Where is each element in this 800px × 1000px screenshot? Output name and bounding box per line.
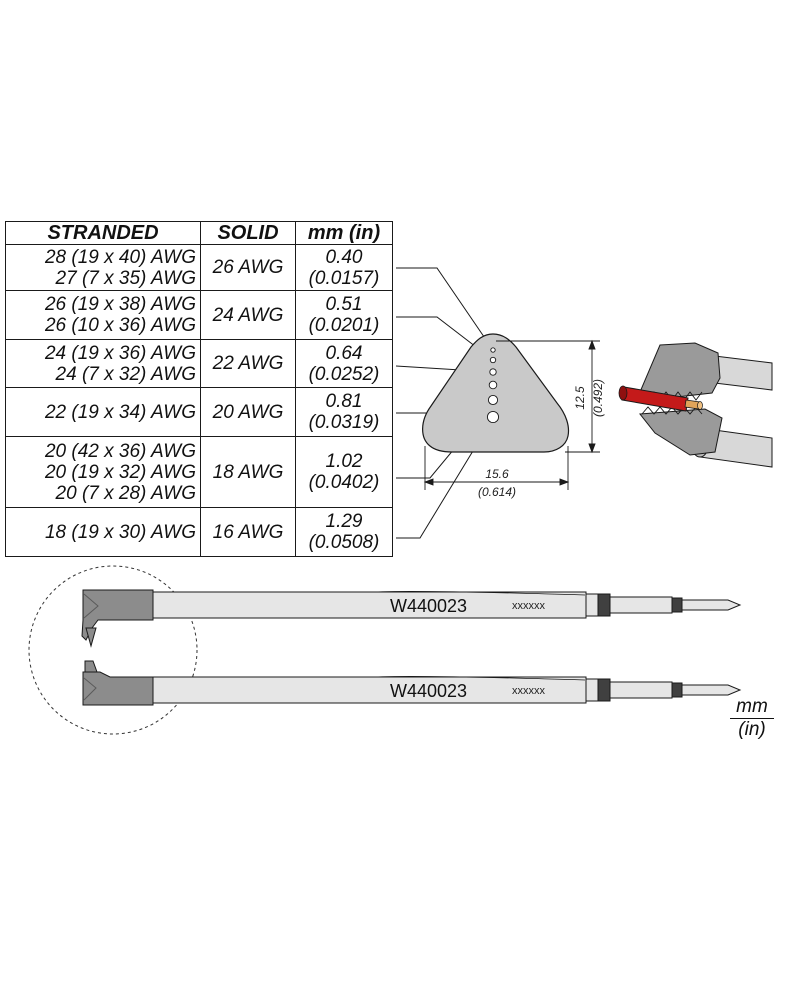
stranded-cell: 22 (19 x 34) AWG (5, 387, 201, 437)
stranded-value: 27 (7 x 35) AWG (55, 267, 196, 289)
shaft-band (597, 593, 611, 617)
size-mm: 0.40 (325, 246, 363, 268)
cartridge-upper: W440023 xxxxxx (81, 589, 742, 648)
shaft (152, 676, 587, 704)
hole-marker (487, 394, 499, 406)
stranded-value: 20 (19 x 32) AWG (44, 461, 196, 483)
shaft-collar (585, 593, 599, 617)
size-in: (0.0508) (308, 532, 380, 553)
hole-marker (489, 356, 497, 364)
table-header-row: STRANDED SOLID mm (in) (5, 221, 393, 245)
size-cell: 0.40 (0.0157) (295, 244, 393, 291)
shaft-collar (585, 678, 599, 702)
hole-marker (486, 410, 500, 424)
stranded-value: 28 (19 x 40) AWG (44, 246, 196, 268)
shaft-pin (681, 684, 742, 696)
solid-cell: 24 AWG (200, 290, 296, 340)
stranded-value: 24 (19 x 36) AWG (44, 342, 196, 364)
lower-jaw-head (639, 408, 723, 456)
part-number-label: W440023 (390, 681, 467, 701)
wire-gauge-table: STRANDED SOLID mm (in) 28 (19 x 40) AWG … (5, 221, 393, 557)
cartridge-lower: W440023 xxxxxx (82, 660, 742, 706)
hole-marker (488, 380, 498, 390)
size-mm: 1.02 (325, 451, 363, 472)
stranded-value: 22 (19 x 34) AWG (44, 401, 196, 423)
size-in: (0.0252) (308, 363, 380, 385)
shaft (152, 591, 587, 619)
shaft-neck (609, 596, 673, 614)
stranded-cell: 28 (19 x 40) AWG 27 (7 x 35) AWG (5, 244, 201, 291)
stranded-value: 20 (42 x 36) AWG (44, 440, 196, 462)
width-dimension (423, 446, 570, 490)
part-number-label: W440023 (390, 596, 467, 616)
leader-line (396, 267, 494, 351)
hole-marker (490, 347, 496, 353)
stranded-cell: 20 (42 x 36) AWG 20 (19 x 32) AWG 20 (7 … (5, 436, 201, 508)
header-solid: SOLID (200, 221, 296, 245)
stranded-value: 18 (19 x 30) AWG (44, 521, 196, 543)
shaft-band (597, 678, 611, 702)
size-mm: 1.29 (325, 511, 363, 532)
size-cell: 1.02 (0.0402) (295, 436, 393, 508)
shaft-neck (609, 681, 673, 699)
size-cell: 0.51 (0.0201) (295, 290, 393, 340)
shaft-band (671, 682, 683, 698)
height-mm-label: 12.5 (573, 386, 587, 410)
solid-cell: 18 AWG (200, 436, 296, 508)
size-in: (0.0402) (308, 472, 380, 493)
size-in: (0.0157) (308, 267, 380, 289)
die-profile (422, 333, 570, 453)
table-row: 20 (42 x 36) AWG 20 (19 x 32) AWG 20 (7 … (5, 436, 393, 508)
table-row: 28 (19 x 40) AWG 27 (7 x 35) AWG 26 AWG … (5, 244, 393, 291)
leader-line (396, 417, 494, 539)
shaft-band (671, 597, 683, 613)
jaw-illustration (618, 342, 773, 468)
width-mm-label: 15.6 (485, 467, 509, 481)
height-in-label: (0.492) (591, 379, 605, 417)
height-dimension (496, 339, 600, 454)
hole-marker (489, 368, 497, 376)
stranded-value: 26 (19 x 38) AWG (44, 294, 196, 315)
die-body (422, 333, 570, 453)
units-secondary: (in) (738, 719, 766, 740)
size-in: (0.0201) (308, 315, 380, 336)
detail-circle (28, 565, 198, 735)
stranded-value: 20 (7 x 28) AWG (55, 482, 196, 504)
units-legend: mm (in) (730, 697, 774, 740)
width-in-label: (0.614) (478, 485, 516, 499)
size-mm: 0.64 (325, 342, 363, 364)
size-mm: 0.81 (325, 391, 363, 412)
table-row: 26 (19 x 38) AWG 26 (10 x 36) AWG 24 AWG… (5, 290, 393, 340)
table-row: 18 (19 x 30) AWG 16 AWG 1.29 (0.0508) (5, 507, 393, 557)
stranded-value: 26 (10 x 36) AWG (44, 315, 196, 336)
solid-cell: 16 AWG (200, 507, 296, 557)
solid-cell: 26 AWG (200, 244, 296, 291)
stranded-value: 24 (7 x 32) AWG (55, 363, 196, 385)
solid-cell: 22 AWG (200, 339, 296, 388)
stranded-cell: 24 (19 x 36) AWG 24 (7 x 32) AWG (5, 339, 201, 388)
stranded-cell: 18 (19 x 30) AWG (5, 507, 201, 557)
serial-label: xxxxxx (512, 685, 546, 697)
stranded-cell: 26 (19 x 38) AWG 26 (10 x 36) AWG (5, 290, 201, 340)
size-cell: 1.29 (0.0508) (295, 507, 393, 557)
table-row: 24 (19 x 36) AWG 24 (7 x 32) AWG 22 AWG … (5, 339, 393, 388)
shaft-pin (681, 599, 742, 611)
size-mm: 0.51 (325, 294, 363, 315)
units-primary: mm (730, 697, 774, 719)
size-in: (0.0319) (308, 412, 380, 433)
header-stranded: STRANDED (5, 221, 201, 245)
size-cell: 0.64 (0.0252) (295, 339, 393, 388)
blade-lower (82, 671, 154, 706)
serial-label: xxxxxx (512, 600, 546, 612)
